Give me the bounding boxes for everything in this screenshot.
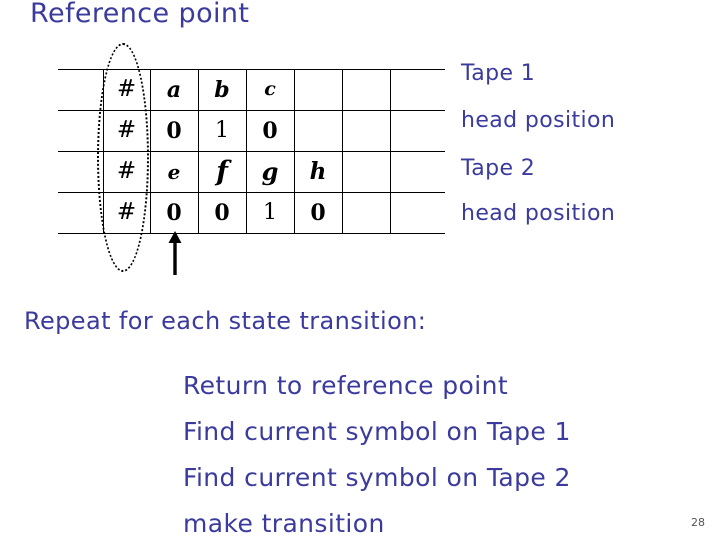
- table-vline-5: [294, 69, 295, 234]
- table-vline-7: [390, 69, 391, 234]
- page-number: 28: [691, 516, 705, 529]
- table-cell: 0: [166, 199, 182, 226]
- table-cell: 0: [310, 199, 326, 226]
- list-item: Return to reference point: [183, 371, 509, 400]
- table-cell: e: [167, 159, 181, 184]
- repeat-heading: Repeat for each state transition:: [24, 307, 427, 335]
- list-item: Find current symbol on Tape 2: [183, 463, 571, 492]
- label-tape-2: Tape 2: [461, 156, 536, 181]
- table-cell: f: [216, 156, 228, 187]
- table-hline-0: [58, 69, 445, 70]
- page-title: Reference point: [30, 0, 250, 29]
- table-cell: c: [264, 78, 276, 100]
- head-position-arrow-icon: [168, 231, 182, 275]
- table-hline-3: [58, 192, 445, 193]
- list-item: make transition: [183, 509, 385, 538]
- table-cell: 1: [215, 117, 229, 143]
- table-vline-4: [246, 69, 247, 234]
- table-cell: 0: [214, 199, 230, 226]
- table-cell: h: [309, 158, 327, 185]
- table-cell: b: [214, 76, 230, 103]
- table-cell: 0: [262, 117, 278, 144]
- list-item: Find current symbol on Tape 1: [183, 417, 571, 446]
- table-cell: 0: [166, 117, 182, 144]
- step-list: Return to reference point Find current s…: [183, 363, 571, 547]
- table-cell: 1: [263, 199, 277, 225]
- reference-point-ellipse: [97, 43, 149, 272]
- table-hline-4: [58, 233, 445, 234]
- label-head-position-1: head position: [461, 108, 616, 133]
- table-vline-3: [198, 69, 199, 234]
- table-cell: a: [166, 76, 182, 103]
- table-hline-1: [58, 110, 445, 111]
- label-head-position-2: head position: [461, 201, 616, 226]
- table-cell: g: [261, 156, 279, 186]
- table-hline-2: [58, 151, 445, 152]
- label-tape-1: Tape 1: [461, 61, 536, 86]
- table-vline-2: [150, 69, 151, 234]
- table-vline-6: [342, 69, 343, 234]
